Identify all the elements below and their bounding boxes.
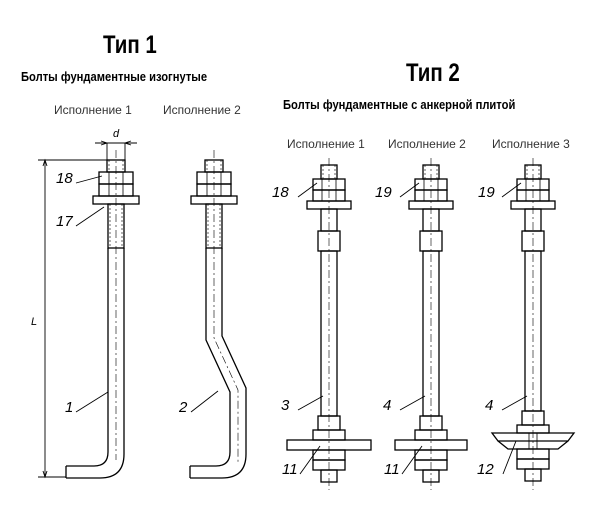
type2-subtitle: Болты фундаментные с анкерной плитой	[283, 97, 516, 112]
callout-t2v3-rod: 4	[485, 397, 493, 414]
callout-t1v1-nut: 18	[56, 170, 73, 187]
callout-t2v1-nut: 18	[272, 184, 289, 201]
type1-subtitle: Болты фундаментные изогнутые	[21, 69, 208, 84]
callout-t2v1-rod: 3	[281, 397, 290, 414]
bolt-type2-variant2	[394, 158, 468, 490]
bolt-type1-variant2	[189, 150, 247, 479]
diameter-label: d	[113, 128, 120, 140]
type2-variant-2: Исполнение 2	[388, 137, 466, 151]
type1-variant-1: Исполнение 1	[54, 103, 132, 117]
bolt-type2-variant3	[490, 158, 576, 490]
callout-t1v2-bolt: 2	[178, 399, 188, 416]
callout-t2v3-nut: 19	[478, 184, 495, 201]
bolt-type2-variant1	[286, 158, 372, 490]
callout-t2v1-plate: 11	[282, 461, 298, 478]
callout-t2v2-plate: 11	[384, 461, 400, 478]
type1-variant-2: Исполнение 2	[163, 103, 241, 117]
length-label: L	[31, 316, 37, 328]
type1-title: Тип 1	[103, 31, 157, 59]
bolt-type1-variant1: d L	[31, 128, 140, 479]
callout-t1v1-bolt: 1	[65, 399, 73, 416]
callout-t2v2-nut: 19	[375, 184, 392, 201]
callout-t2v3-plate: 12	[477, 461, 494, 478]
type2-title: Тип 2	[406, 59, 460, 87]
type2-variant-3: Исполнение 3	[492, 137, 570, 151]
type2-variant-1: Исполнение 1	[287, 137, 365, 151]
callout-t1v1-washer: 17	[56, 213, 73, 230]
callout-t2v2-rod: 4	[383, 397, 391, 414]
